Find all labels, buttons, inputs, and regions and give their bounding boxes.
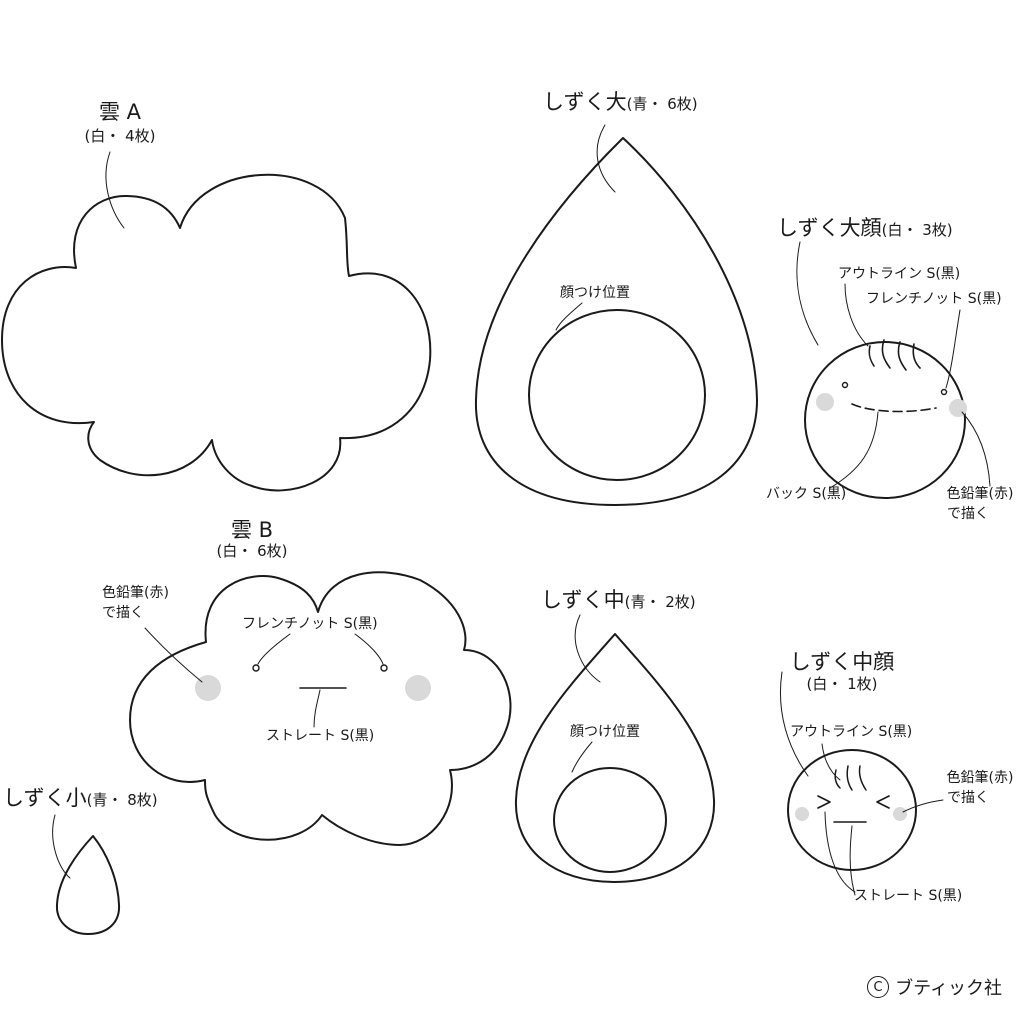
face-large-hair-outline — [868, 339, 921, 371]
face-large-pencil-label-2: で描く — [947, 506, 989, 522]
leader-drop-medium-face-pos — [571, 741, 593, 773]
leader-face-large-outline — [844, 283, 869, 347]
cloud-b-eye-right — [380, 664, 388, 672]
leader-face-medium-outline — [821, 743, 841, 781]
cloud-a-shape — [1, 174, 432, 492]
copyright: C ブティック社 — [867, 974, 1002, 1000]
face-medium-cheek-right — [893, 807, 907, 821]
drop-medium-title: しずく中(青・ 2枚) — [541, 588, 696, 612]
drop-medium-title-text: しずく中 — [541, 588, 625, 612]
cloud-b-knot-label: フレンチノット S(黒) — [242, 616, 378, 632]
leader-drop-small — [52, 814, 71, 879]
leader-cloud-b-straight — [313, 689, 321, 728]
drop-large-title: しずく大(青・ 6枚) — [543, 90, 698, 114]
face-large-shape — [804, 341, 966, 499]
leader-face-medium-straight-b — [849, 825, 856, 896]
cloud-b-straight-label: ストレート S(黒) — [266, 728, 375, 744]
leader-face-medium — [779, 671, 809, 777]
drop-large-spec: (青・ 6枚) — [626, 95, 698, 113]
cloud-b-title: 雲 B — [230, 518, 274, 542]
face-medium-shape — [787, 749, 917, 871]
leader-cloud-b-knot-left — [257, 633, 291, 665]
drop-small-spec: (青・ 8枚) — [86, 791, 158, 809]
cloud-a-title: 雲 A — [98, 100, 142, 124]
face-medium-title: しずく中顔 — [789, 650, 895, 674]
face-medium-eye-left — [817, 795, 831, 809]
leader-cloud-a — [105, 151, 125, 229]
face-large-outline-label: アウトライン S(黒) — [838, 266, 961, 282]
drop-small-shape — [55, 835, 121, 935]
face-large-title: しずく大顔(白・ 3枚) — [777, 216, 953, 240]
copyright-icon: C — [867, 976, 890, 998]
face-large-spec: (白・ 3枚) — [881, 221, 953, 239]
cloud-b-pencil-label-2: で描く — [102, 605, 144, 621]
leader-face-large-knot — [945, 309, 961, 389]
face-large-eye-right — [940, 388, 948, 396]
leader-face-medium-straight-a — [824, 811, 856, 893]
drop-large-face-position — [528, 309, 706, 481]
leader-face-large-back — [829, 411, 879, 489]
leader-cloud-b-knot-right — [354, 633, 384, 665]
face-medium-hair-outline — [834, 765, 867, 791]
cloud-b-cheek-right — [405, 675, 431, 701]
leader-drop-medium — [574, 614, 601, 683]
leader-face-medium-pencil — [902, 799, 944, 813]
face-large-pencil-label-1: 色鉛筆(赤) — [946, 486, 1014, 502]
face-large-mouth-back-stitch — [851, 403, 937, 413]
drop-medium-shape — [514, 633, 716, 883]
face-large-title-text: しずく大顔 — [777, 216, 882, 240]
leader-drop-large-face-pos — [555, 302, 583, 331]
leader-face-large-pencil — [961, 411, 991, 487]
drop-large-title-text: しずく大 — [543, 90, 627, 114]
cloud-b-eye-left — [252, 664, 260, 672]
cloud-a-spec: (白・ 4枚) — [84, 127, 156, 145]
cloud-b-shape — [129, 571, 512, 846]
drop-large-shape — [474, 137, 758, 506]
face-medium-outline-label: アウトライン S(黒) — [790, 724, 913, 740]
drop-large-face-position-label: 顔つけ位置 — [560, 285, 630, 301]
face-large-eye-left — [841, 381, 849, 389]
face-medium-pencil-label-2: で描く — [947, 790, 989, 806]
face-medium-spec: (白・ 1枚) — [806, 675, 878, 693]
face-medium-cheek-left — [795, 807, 809, 821]
drop-small-title-text: しずく小 — [3, 786, 87, 810]
leader-drop-large — [596, 124, 616, 193]
drop-small-title: しずく小(青・ 8枚) — [3, 786, 158, 810]
face-medium-pencil-label-1: 色鉛筆(赤) — [946, 770, 1014, 786]
cloud-b-spec: (白・ 6枚) — [216, 542, 288, 560]
cloud-b-pencil-label-1: 色鉛筆(赤) — [102, 585, 169, 601]
drop-medium-spec: (青・ 2枚) — [624, 593, 696, 611]
drop-medium-face-position — [553, 767, 667, 873]
drop-medium-face-position-label: 顔つけ位置 — [570, 724, 640, 740]
face-large-cheek-left — [816, 393, 834, 411]
copyright-text: ブティック社 — [895, 978, 1002, 999]
face-medium-eye-right — [876, 795, 890, 809]
face-medium-straight-label: ストレート S(黒) — [854, 888, 963, 904]
face-large-back-label: バック S(黒) — [766, 486, 847, 502]
leader-cloud-b-pencil — [144, 627, 203, 683]
face-large-knot-label: フレンチノット S(黒) — [866, 291, 1002, 307]
leader-face-large — [796, 241, 819, 346]
